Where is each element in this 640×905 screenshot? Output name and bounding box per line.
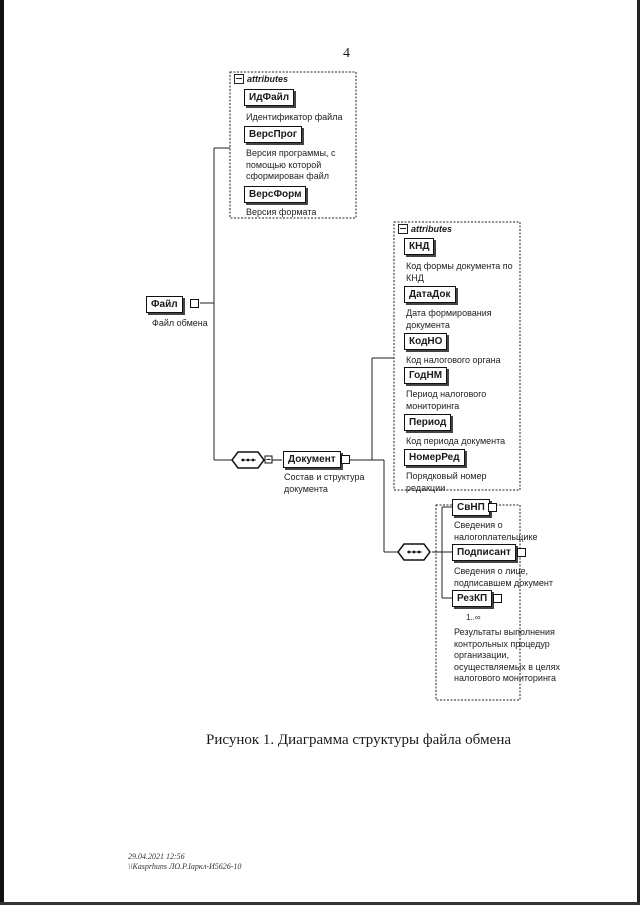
attr-godnm-desc: Период налогового мониторинга xyxy=(406,389,487,411)
root-description: Файл обмена xyxy=(152,318,208,328)
attr-versprog-desc: Версия программы, с помощью которой сфор… xyxy=(246,148,336,181)
document-element: Документ xyxy=(283,451,341,468)
attr-knd-desc: Код формы документа по КНД xyxy=(406,261,513,283)
child-rezkp: РезКП xyxy=(452,590,493,607)
document-attributes-header: attributes xyxy=(398,224,452,234)
expand-plus-icon xyxy=(493,594,502,603)
figure-caption: Рисунок 1. Диаграмма структуры файла обм… xyxy=(206,732,512,748)
expand-plus-icon xyxy=(488,503,497,512)
document-description: Состав и структура документа xyxy=(284,472,365,494)
scan-edge-left xyxy=(0,0,4,905)
footer-path: \\Kasprhuns ЛО.Р.Іаркл-И5626-10 xyxy=(128,862,242,871)
attr-kodno-desc: Код налогового органа xyxy=(406,355,501,365)
scan-edge-bottom xyxy=(0,902,640,905)
collapse-minus-icon xyxy=(398,224,408,234)
attr-period-desc: Код периода документа xyxy=(406,436,506,446)
attr-versform: ВерсФорм xyxy=(244,186,307,203)
child-svnp-desc: Сведения о налогоплательщике xyxy=(454,520,538,542)
scan-edge-right xyxy=(637,0,640,905)
attr-idfile-desc: Идентификатор файла xyxy=(246,112,343,122)
attr-idfile: ИдФайл xyxy=(244,89,295,106)
root-label: Файл xyxy=(151,299,178,310)
collapse-minus-icon xyxy=(234,74,244,84)
child-rezkp-desc: Результаты выполнения контрольных процед… xyxy=(454,627,560,683)
attr-nomerred: НомерРед xyxy=(404,449,465,466)
document-attributes-group xyxy=(393,221,521,491)
page-number: 4 xyxy=(343,46,350,61)
child-rezkp-multiplicity: 1..∞ xyxy=(466,613,481,622)
attr-versprog: ВерсПрог xyxy=(244,126,303,143)
collapse-minus-icon xyxy=(190,299,199,308)
expand-plus-icon xyxy=(517,548,526,557)
expand-plus-icon xyxy=(341,455,350,464)
attr-godnm: ГодНМ xyxy=(404,367,448,384)
attr-kodno: КодНО xyxy=(404,333,448,350)
child-podpisant: Подписант xyxy=(452,544,516,561)
attr-knd: КНД xyxy=(404,238,435,255)
attr-datadok: ДатаДок xyxy=(404,286,456,303)
child-podpisant-desc: Сведения о лице, подписавшем документ xyxy=(454,566,554,588)
root-element: Файл xyxy=(146,296,183,313)
root-attributes-header: attributes xyxy=(234,74,288,84)
attr-period: Период xyxy=(404,414,452,431)
attr-nomerred-desc: Порядковый номер редакции xyxy=(406,471,487,493)
attr-datadok-desc: Дата формирования документа xyxy=(406,308,492,330)
footer-timestamp: 29.04.2021 12:56 xyxy=(128,852,185,861)
child-svnp: СвНП xyxy=(452,499,490,516)
root-attributes-group xyxy=(229,71,357,219)
attr-versform-desc: Версия формата xyxy=(246,207,317,217)
